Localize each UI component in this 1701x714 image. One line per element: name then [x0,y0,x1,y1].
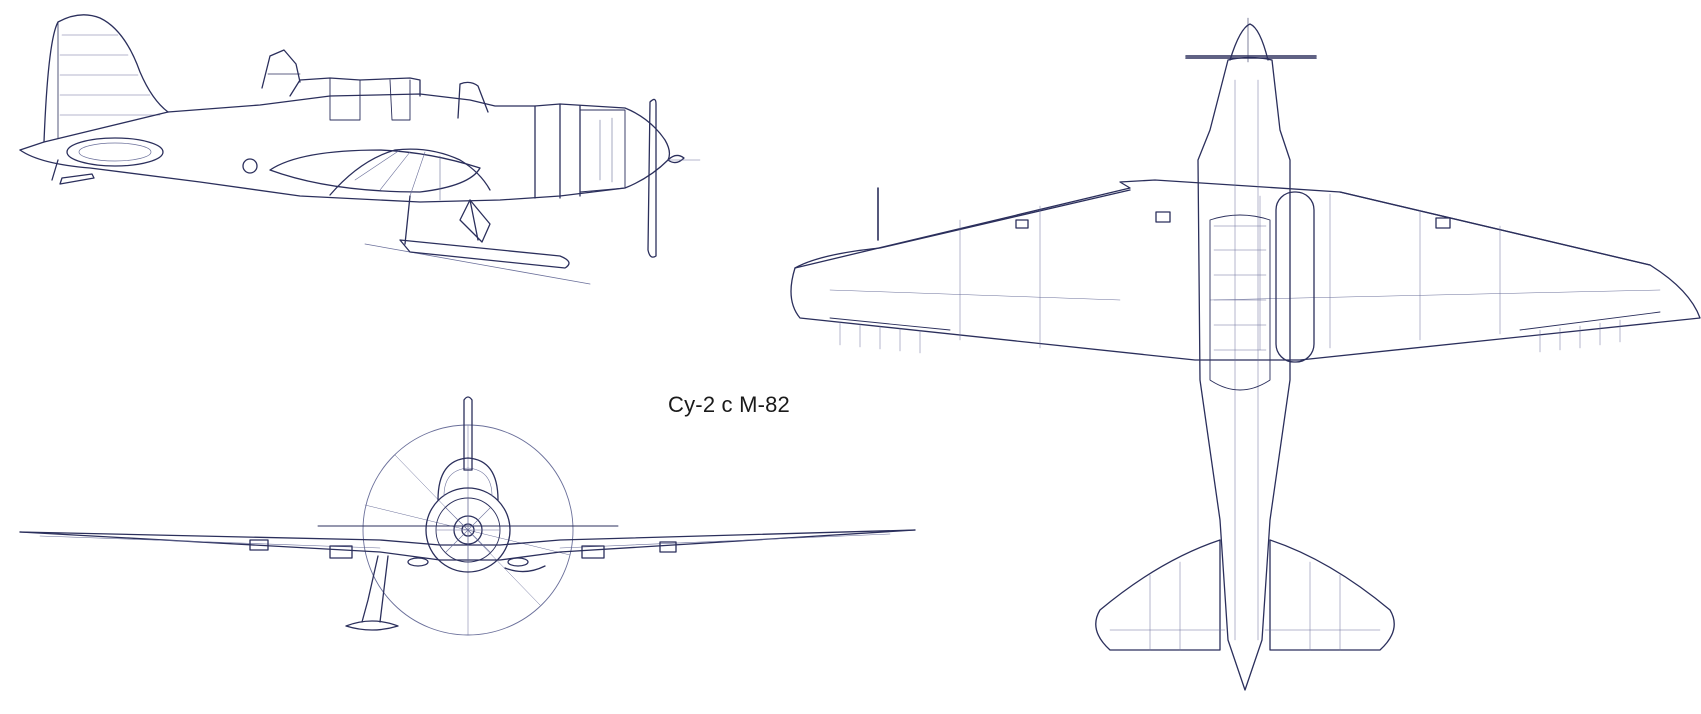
diagram-caption: Су-2 с М-82 [668,392,790,417]
